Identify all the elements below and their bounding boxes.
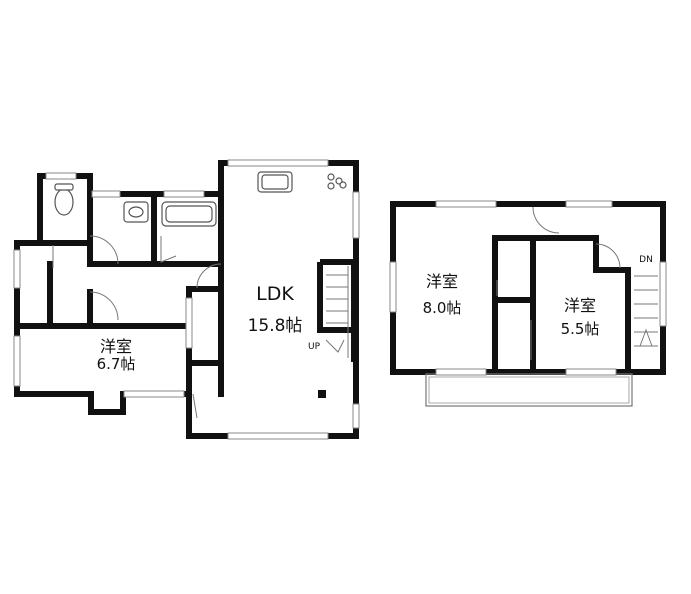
floor-2-stair: [634, 275, 658, 347]
floor-1-western-room-size: 6.7帖: [96, 355, 136, 373]
floor-2-western-room-small-name: 洋室: [563, 296, 596, 315]
floor-1-western-room-name: 洋室: [99, 337, 132, 356]
floor-2-western-room-large-size: 8.0帖: [422, 299, 462, 317]
floor-2-western-room-small-size: 5.5帖: [560, 320, 600, 338]
floor-1-stair: [317, 259, 357, 362]
floor-1-plan: [13, 159, 360, 440]
floor-1-stair-label: UP: [307, 342, 320, 352]
floor-2-windows: [389, 200, 667, 376]
column: [318, 390, 326, 398]
floor-1-doors: [52, 235, 222, 419]
toilet: [54, 188, 74, 216]
floor-1-walls: [14, 160, 359, 439]
floor-1-fixtures: [54, 171, 347, 227]
floor-1-windows: [13, 159, 360, 440]
floor-2-doors: [496, 206, 621, 360]
floor-2-western-room-large-name: 洋室: [425, 272, 458, 291]
floor-2-plan: [389, 200, 667, 407]
balcony: [425, 373, 633, 407]
ldk-name: LDK: [256, 283, 294, 305]
stove: [327, 173, 335, 181]
floor-2-stair-label: DN: [639, 255, 653, 265]
ldk-size: 15.8帖: [247, 316, 303, 336]
